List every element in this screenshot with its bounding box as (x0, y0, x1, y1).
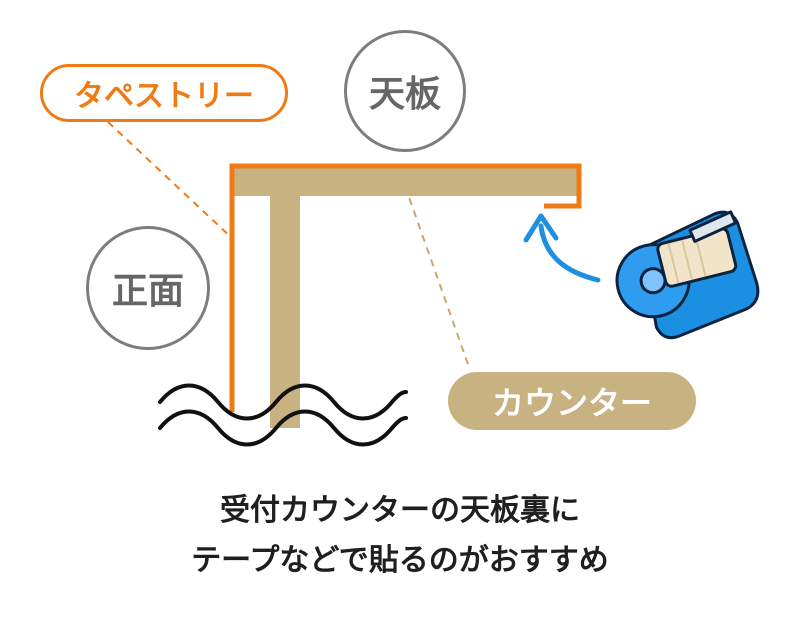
counter-label-text: カウンター (491, 384, 652, 422)
curved-arrow-icon (523, 213, 601, 283)
front-circle-label: 正面 (86, 226, 210, 350)
tapestry-outline (229, 163, 582, 412)
top-board-circle-label: 天板 (344, 30, 466, 152)
tapestry-label-text: タペストリー (74, 79, 254, 114)
tape-dispenser-icon (615, 210, 760, 340)
top-board-label-text: 天板 (368, 74, 441, 115)
counter-leader-line (404, 185, 471, 371)
caption: 受付カウンターの天板裏に テープなどで貼るのがおすすめ (0, 486, 800, 586)
counter-top-board (233, 166, 578, 196)
tapestry-label: タペストリー (40, 64, 288, 122)
front-label-text: 正面 (111, 271, 184, 312)
caption-line-2: テープなどで貼るのがおすすめ (191, 543, 609, 578)
counter-label: カウンター (448, 372, 696, 430)
tapestry-leader-line (107, 121, 235, 241)
caption-line-1: 受付カウンターの天板裏に (220, 493, 580, 528)
wave-break-icon (158, 383, 408, 447)
